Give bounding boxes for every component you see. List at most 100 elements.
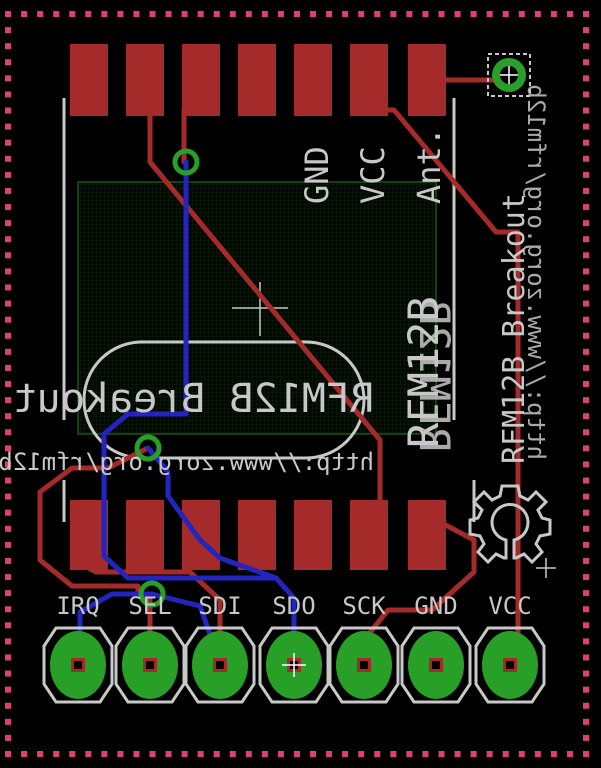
module-pad (182, 44, 220, 116)
keepout-dot (197, 11, 204, 17)
keepout-dot (583, 316, 589, 323)
keepout-dot (5, 268, 11, 275)
keepout-dot (213, 751, 220, 757)
keepout-dot (583, 300, 589, 307)
antenna-icon (487, 53, 531, 97)
keepout-dot (261, 751, 268, 757)
keepout-dot (5, 107, 11, 114)
keepout-dot (133, 751, 140, 757)
keepout-dot (583, 107, 589, 114)
keepout-dot (5, 187, 11, 194)
module-pad (408, 500, 446, 570)
module-name-mirrored: RFM12B (410, 300, 459, 452)
keepout-dot (5, 718, 11, 725)
keepout-dot (5, 155, 11, 162)
keepout-dot (583, 622, 589, 629)
keepout-dot (5, 91, 11, 98)
keepout-dot (583, 541, 589, 548)
keepout-dot (5, 413, 11, 420)
keepout-dot (5, 509, 11, 516)
crystal-outline (82, 340, 366, 460)
keepout-dot (5, 686, 11, 693)
module-pad (350, 44, 388, 116)
pin-label-sdi: SDI (198, 592, 241, 620)
keepout-dot (5, 139, 11, 146)
keepout-dot (438, 751, 445, 757)
keepout-dot (5, 461, 11, 468)
keepout-dot (149, 751, 156, 757)
keepout-dot (454, 11, 461, 17)
keepout-dot (583, 75, 589, 82)
keepout-dot (277, 751, 284, 757)
header-pin-sck (328, 626, 400, 704)
keepout-dot (5, 670, 11, 677)
keepout-dot (583, 59, 589, 66)
module-pad (126, 44, 164, 116)
keepout-dot (69, 751, 76, 757)
module-pads-top (70, 44, 446, 116)
keepout-dot (310, 11, 317, 17)
keepout-dot (5, 364, 11, 371)
header-pin-irq (42, 626, 114, 704)
keepout-dot (245, 751, 252, 757)
mirrored-silkscreen: RFM12B Breakout http://www.zorg.org/rfm1… (0, 376, 374, 476)
keepout-dot (583, 525, 589, 532)
keepout-dot (5, 525, 11, 532)
keepout-dot (583, 252, 589, 259)
keepout-dot (502, 751, 509, 757)
keepout-dot (583, 686, 589, 693)
keepout-dot (534, 11, 541, 17)
keepout-dot (85, 751, 92, 757)
keepout-dot (326, 751, 333, 757)
module-name-mirrored-group: RFM12B (410, 300, 459, 452)
module-pad (238, 44, 276, 116)
keepout-dot (5, 284, 11, 291)
keepout-dot (454, 751, 461, 757)
keepout-dot (101, 11, 108, 17)
keepout-dot (213, 11, 220, 17)
keepout-dot (583, 734, 589, 741)
keepout-dot (583, 348, 589, 355)
module-pad (182, 500, 220, 570)
keepout-dot (470, 751, 477, 757)
keepout-dot (583, 493, 589, 500)
keepout-dot (518, 751, 525, 757)
keepout-dot (550, 11, 557, 17)
keepout-dot (583, 413, 589, 420)
keepout-dot (5, 622, 11, 629)
module-pad (238, 500, 276, 570)
keepout-dot (85, 11, 92, 17)
keepout-dot (294, 11, 300, 17)
keepout-dot (566, 11, 573, 17)
keepout-dot (5, 236, 11, 243)
keepout-dot (5, 27, 11, 34)
keepout-dot (5, 493, 11, 500)
keepout-dot (5, 590, 11, 597)
keepout-dot (5, 381, 11, 387)
pin-label-sdo: SDO (272, 592, 315, 620)
keepout-dot (21, 751, 28, 757)
pin-label-gnd: GND (414, 592, 457, 620)
keepout-dot (583, 155, 589, 162)
keepout-dot (197, 751, 204, 757)
keepout-dot (117, 11, 124, 17)
keepout-dot (583, 397, 589, 404)
pin-label-sck: SCK (342, 592, 386, 620)
keepout-dot (5, 348, 11, 355)
module-pad (70, 44, 108, 116)
via (172, 148, 200, 176)
keepout-dot (69, 11, 76, 17)
header-pin-sdi (184, 626, 256, 704)
keepout-dot (583, 11, 589, 17)
keepout-dot (5, 477, 11, 484)
pin-label-sel: SEL (128, 592, 171, 620)
keepout-dot (422, 751, 429, 757)
keepout-dot (37, 751, 44, 757)
keepout-dot (5, 541, 11, 548)
keepout-dot (37, 11, 44, 17)
keepout-dot (583, 638, 589, 645)
keepout-dot (583, 187, 589, 194)
keepout-dot (5, 397, 11, 404)
keepout-dot (583, 268, 589, 275)
